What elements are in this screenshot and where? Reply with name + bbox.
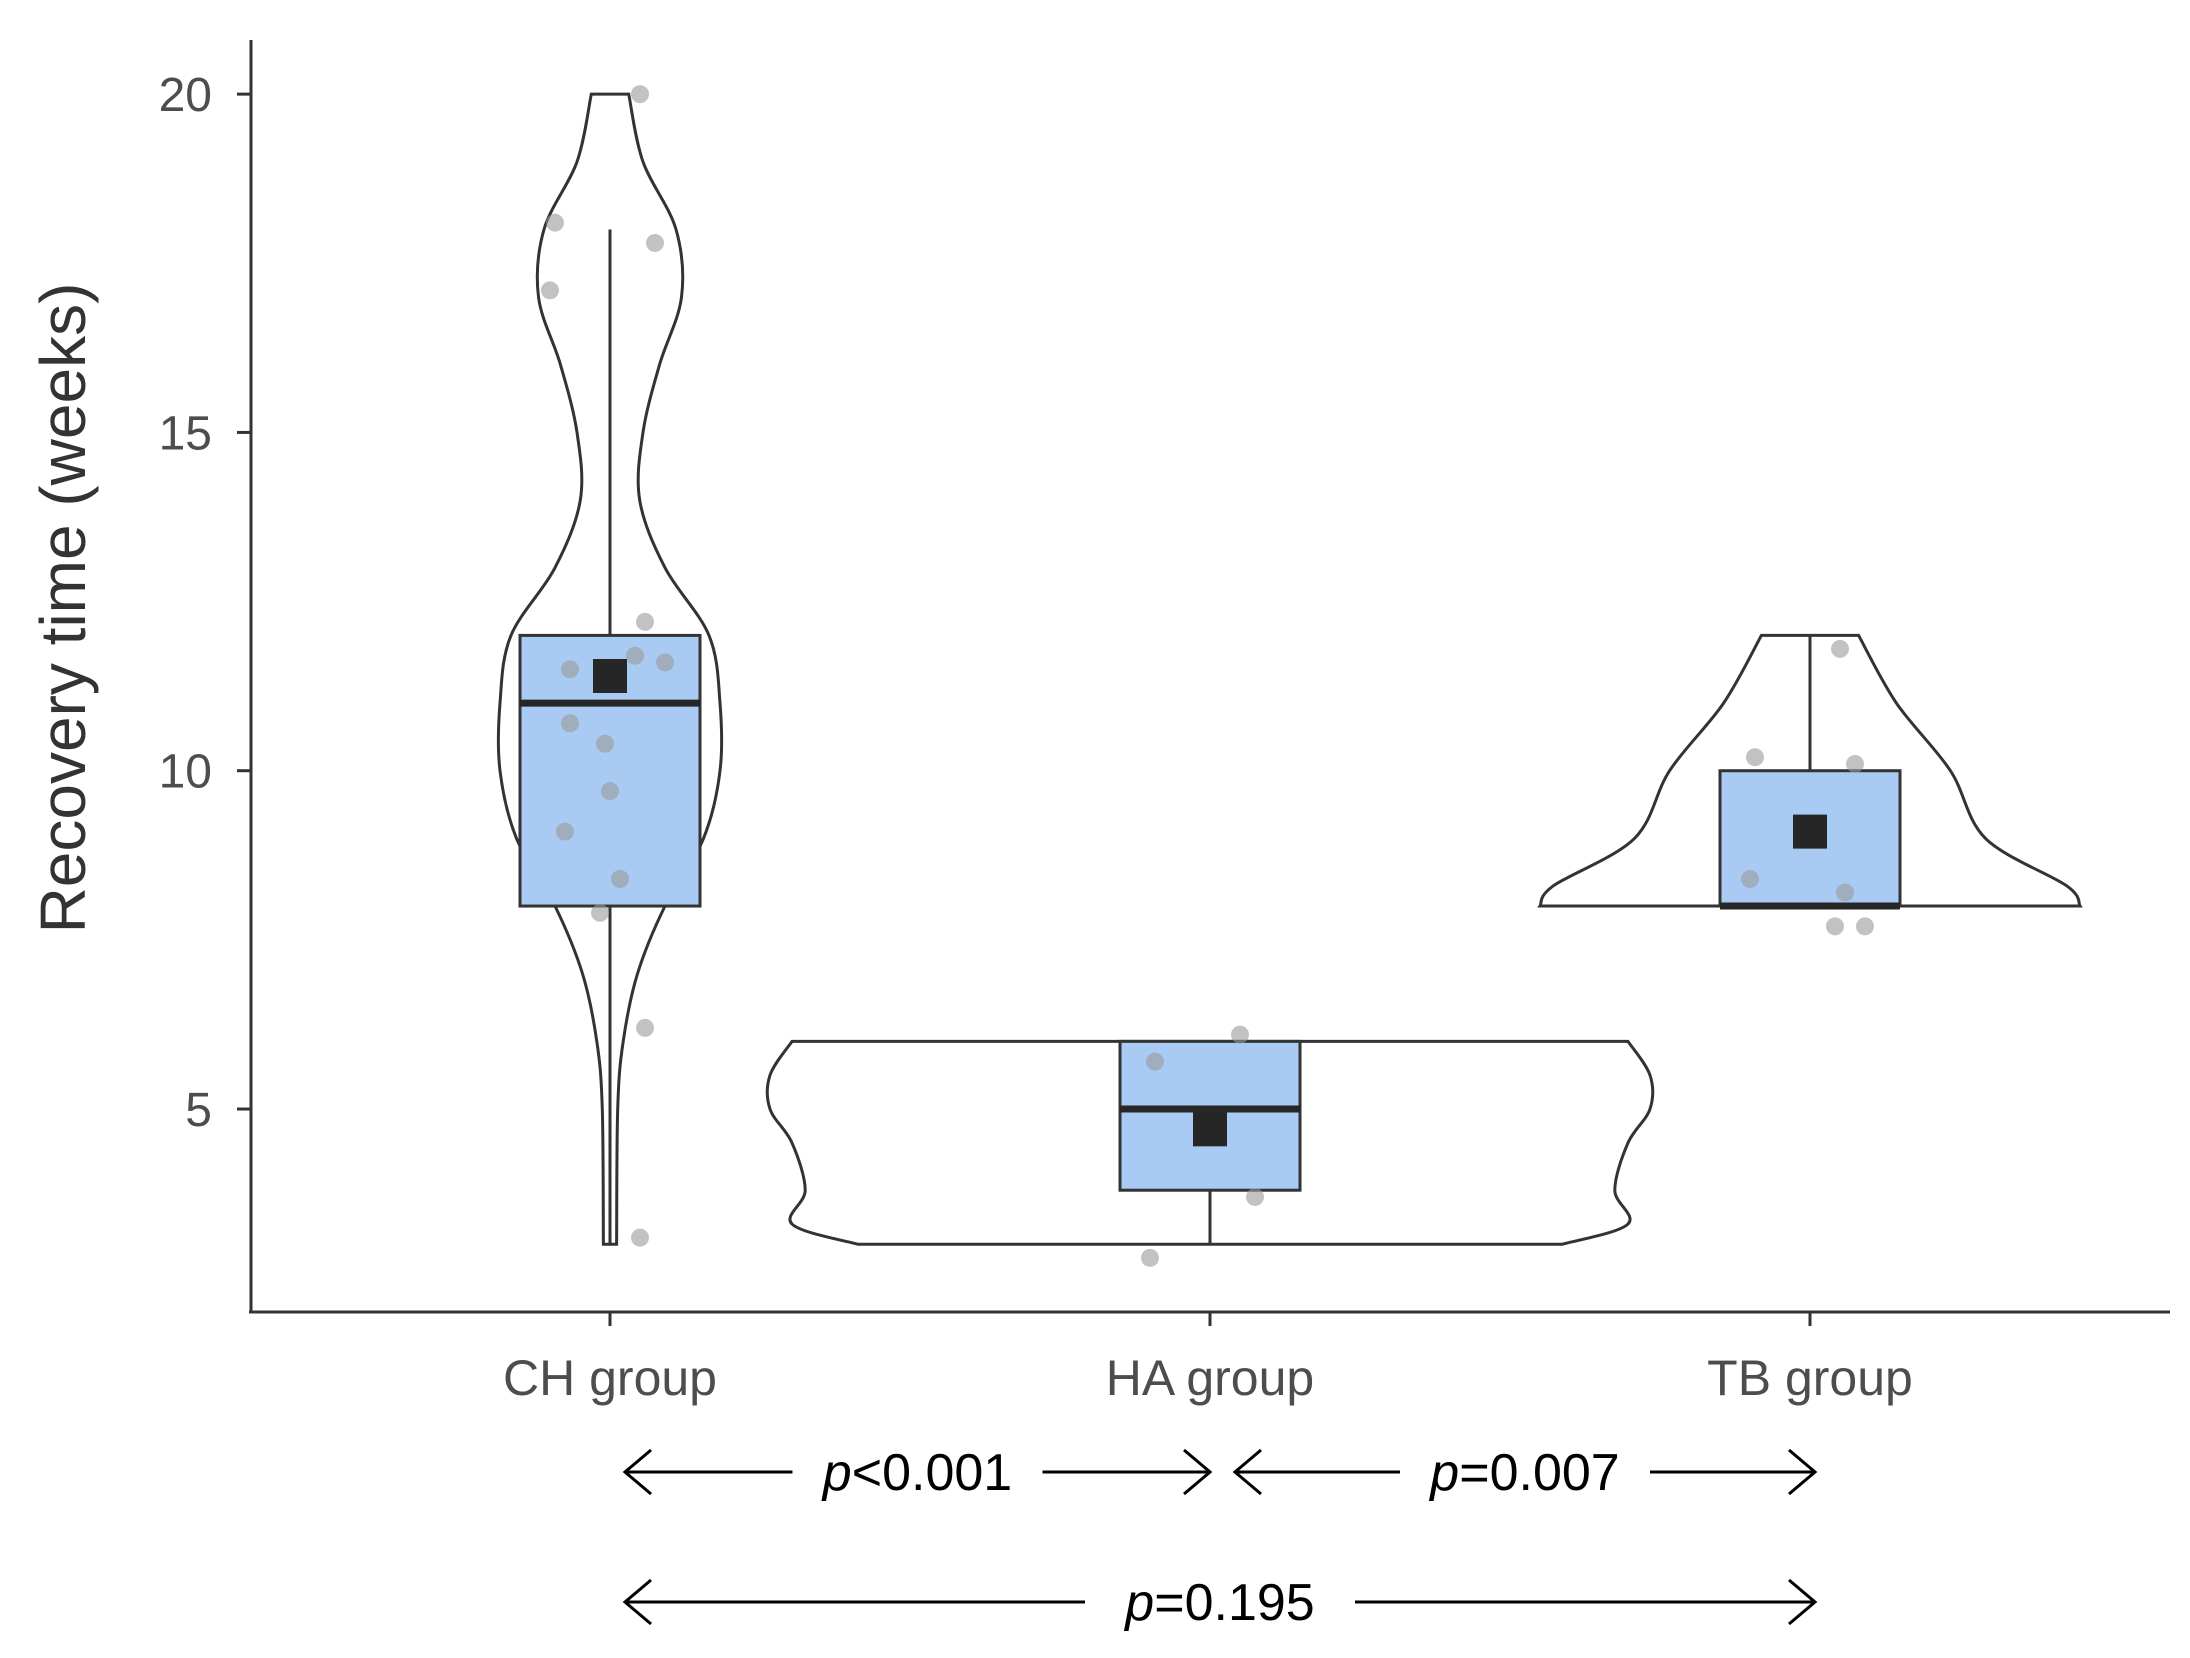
mean-marker xyxy=(1793,814,1827,849)
data-point xyxy=(601,782,619,801)
data-point xyxy=(541,281,559,300)
x-tick-label: CH group xyxy=(503,1350,717,1406)
mean-marker xyxy=(1193,1112,1227,1147)
x-ticks: CH group HA group TB group xyxy=(503,1312,1913,1406)
p-value: =0.195 xyxy=(1154,1574,1315,1632)
data-point xyxy=(556,822,574,841)
arrow-head xyxy=(1788,1448,1818,1496)
p-symbol: p xyxy=(1428,1444,1459,1502)
data-point xyxy=(1746,748,1764,767)
data-point xyxy=(656,653,674,672)
arrow-head xyxy=(1788,1578,1818,1626)
data-point xyxy=(1231,1025,1249,1044)
arrow-head xyxy=(1183,1448,1213,1496)
data-point xyxy=(636,612,654,631)
y-tick-label: 20 xyxy=(159,69,212,122)
arrow-head xyxy=(622,1578,652,1626)
data-point xyxy=(1141,1248,1159,1267)
data-point xyxy=(1856,917,1874,936)
data-point xyxy=(611,869,629,888)
data-point xyxy=(636,1018,654,1037)
violins xyxy=(496,85,2083,1267)
p-value-label: p<0.001 xyxy=(821,1444,1012,1502)
y-tick-label: 15 xyxy=(159,407,212,460)
data-point xyxy=(1146,1052,1164,1071)
data-point xyxy=(596,734,614,753)
y-axis-label: Recovery time (weeks) xyxy=(27,283,99,934)
p-value-label: p=0.195 xyxy=(1123,1574,1314,1632)
arrow-head xyxy=(622,1448,652,1496)
p-value: <0.001 xyxy=(852,1444,1013,1502)
iqr-box xyxy=(518,633,702,908)
p-symbol: p xyxy=(1123,1574,1154,1632)
y-tick-label: 5 xyxy=(185,1084,212,1137)
y-tick-label: 10 xyxy=(159,746,212,799)
data-point xyxy=(1826,917,1844,936)
data-point xyxy=(1831,639,1849,658)
p-value: =0.007 xyxy=(1459,1444,1620,1502)
comparison: p<0.001 xyxy=(622,1444,1213,1502)
y-ticks: 5 10 15 20 xyxy=(159,69,251,1137)
data-point xyxy=(561,714,579,733)
data-point xyxy=(1836,883,1854,902)
data-point xyxy=(631,1228,649,1247)
data-point xyxy=(646,233,664,252)
data-point xyxy=(1846,754,1864,773)
data-point xyxy=(1246,1187,1264,1206)
data-point xyxy=(546,213,564,232)
group-3 xyxy=(1537,633,2083,936)
mean-marker xyxy=(593,659,627,693)
comparison: p=0.007 xyxy=(1232,1444,1818,1502)
data-point xyxy=(591,903,609,922)
comparison: p=0.195 xyxy=(622,1574,1818,1632)
group-1 xyxy=(496,85,724,1247)
data-point xyxy=(631,85,649,104)
data-point xyxy=(561,660,579,679)
p-value-label: p=0.007 xyxy=(1428,1444,1619,1502)
arrow-head xyxy=(1232,1448,1262,1496)
group-2 xyxy=(765,1025,1655,1267)
data-point xyxy=(626,646,644,665)
x-tick-label: TB group xyxy=(1707,1350,1913,1406)
data-point xyxy=(1741,869,1759,888)
p-symbol: p xyxy=(821,1444,852,1502)
x-tick-label: HA group xyxy=(1106,1350,1314,1406)
